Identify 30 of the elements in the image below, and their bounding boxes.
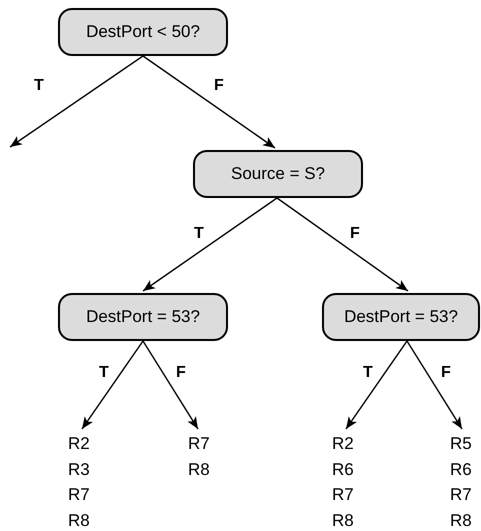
arrow [10, 55, 144, 148]
rule-label: R5 [450, 433, 473, 455]
decision-box [322, 293, 480, 341]
arrow [276, 197, 408, 292]
rule-label: R8 [332, 510, 355, 531]
condition-text: DestPort = 53? [86, 306, 200, 328]
rule-label: R2 [68, 433, 91, 455]
condition-text: Source = S? [230, 163, 326, 186]
condition-text: DestPort = 53? [344, 306, 458, 328]
rule-label: R8 [188, 458, 211, 480]
rule-label: R7 [188, 433, 211, 455]
arrow [142, 197, 278, 292]
rule-label: R7 [332, 484, 355, 506]
arrow [406, 340, 463, 430]
rule-label: R6 [332, 458, 355, 480]
arrow [142, 55, 276, 149]
condition-text: DestPort < 50? [86, 21, 200, 44]
rule-label: R8 [68, 510, 91, 531]
rule-label: R2 [332, 433, 355, 455]
decision-box [58, 293, 228, 341]
rule-label: R6 [450, 458, 473, 480]
rule-label: R7 [450, 484, 473, 506]
decision-box [58, 8, 228, 56]
decision-box [193, 150, 363, 198]
arrow [142, 340, 199, 430]
rule-label: R7 [68, 484, 91, 506]
arrow [81, 340, 144, 430]
arrow [345, 340, 408, 430]
rule-label: R3 [68, 458, 91, 480]
rule-label: R8 [450, 510, 473, 531]
